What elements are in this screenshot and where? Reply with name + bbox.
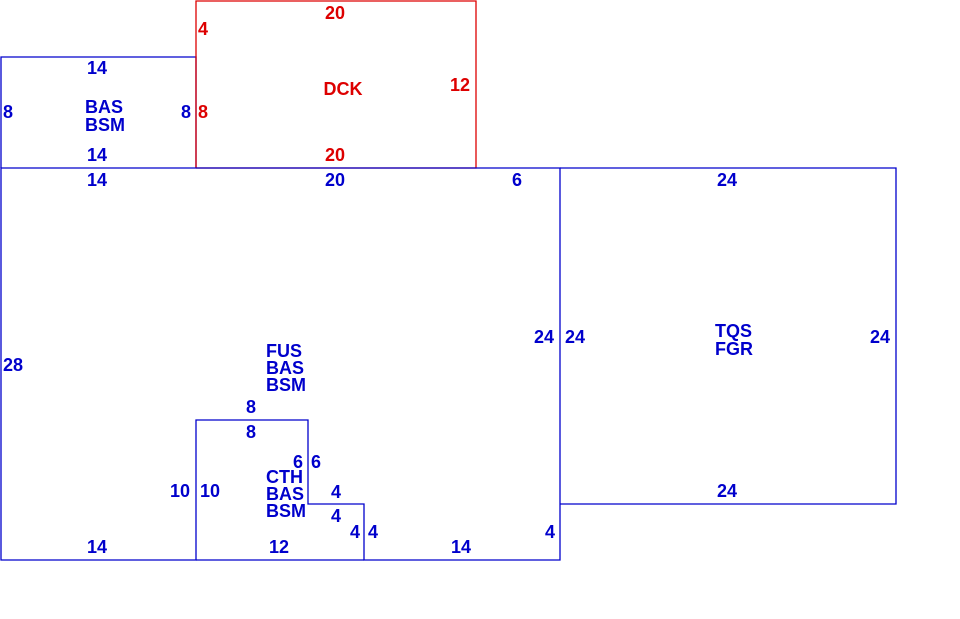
cath-area: 8 8 10 10 6 6 4 4 4 4 12 CTH BAS BSM: [170, 397, 378, 561]
cath-dim-right-out: 6: [311, 452, 321, 472]
cath-dim-left-in: 10: [200, 481, 220, 501]
deck-dim-left-2: 8: [198, 102, 208, 122]
garage-dim-left: 24: [565, 327, 585, 347]
bas-top-dim-top: 14: [87, 58, 107, 78]
deck-code: DCK: [324, 79, 363, 99]
garage-area: 24 24 24 24 TQS FGR: [560, 167, 897, 505]
main-dim-top-left: 14: [87, 170, 107, 190]
deck-dim-bottom: 20: [325, 145, 345, 165]
cath-code-2: BAS: [266, 484, 304, 504]
cath-code-3: BSM: [266, 501, 306, 521]
garage-code-2: FGR: [715, 339, 753, 359]
bas-top-area: 14 8 8 14 BAS BSM: [0, 56, 197, 168]
main-dim-bottom-left: 14: [87, 537, 107, 557]
main-code-1: FUS: [266, 341, 302, 361]
cath-dim-step-side-3: 4: [368, 522, 378, 542]
main-dim-left: 28: [3, 355, 23, 375]
main-outline: [0, 167, 561, 561]
bas-top-dim-bottom: 14: [87, 145, 107, 165]
bas-top-dim-left: 8: [3, 102, 13, 122]
main-code-2: BAS: [266, 358, 304, 378]
cath-dim-left-out: 10: [170, 481, 190, 501]
bas-top-code-2: BSM: [85, 115, 125, 135]
garage-code-1: TQS: [715, 321, 752, 341]
bas-top-code-1: BAS: [85, 97, 123, 117]
cath-dim-step-side: 4: [331, 506, 341, 526]
cath-dim-top-in: 8: [246, 422, 256, 442]
deck-area: 20 4 8 12 20 DCK: [195, 0, 477, 169]
bas-top-dim-right: 8: [181, 102, 191, 122]
main-dim-top-right: 6: [512, 170, 522, 190]
garage-dim-bottom: 24: [717, 481, 737, 501]
cath-code-1: CTH: [266, 467, 303, 487]
main-code-3: BSM: [266, 375, 306, 395]
cath-dim-top-out: 8: [246, 397, 256, 417]
deck-dim-top: 20: [325, 3, 345, 23]
cath-dim-step-top: 4: [331, 482, 341, 502]
cath-dim-right-in: 6: [293, 452, 303, 472]
garage-dim-right: 24: [870, 327, 890, 347]
cath-dim-bottom: 12: [269, 537, 289, 557]
garage-dim-top: 24: [717, 170, 737, 190]
main-dim-top-mid: 20: [325, 170, 345, 190]
deck-dim-left: 4: [198, 19, 208, 39]
main-dim-bottom-right: 14: [451, 537, 471, 557]
garage-outline: [560, 167, 897, 505]
main-area: 14 20 6 28 24 14 14 4 FUS BAS BSM: [0, 167, 561, 561]
cath-dim-step-side-2: 4: [350, 522, 360, 542]
main-dim-right: 24: [534, 327, 554, 347]
deck-dim-right: 12: [450, 75, 470, 95]
main-dim-step: 4: [545, 522, 555, 542]
